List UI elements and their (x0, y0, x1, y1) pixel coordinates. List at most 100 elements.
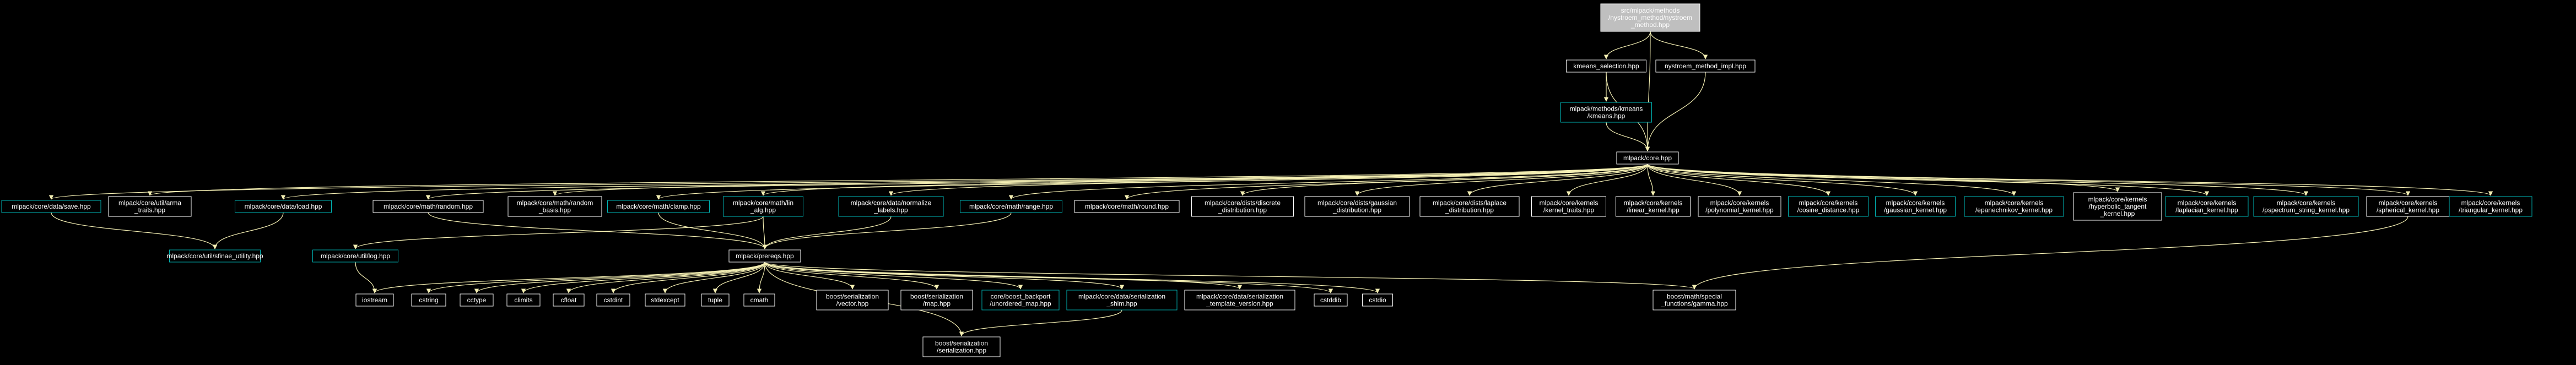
node-kmeans-sel[interactable]: kmeans_selection.hpp (1566, 59, 1646, 73)
node-label-line: mlpack/core/dists/laplace (1433, 199, 1506, 207)
node-cosine-k[interactable]: mlpack/core/kernels/cosine_distance.hpp (1788, 196, 1868, 217)
node-ser-map[interactable]: boost/serialization/map.hpp (900, 290, 973, 310)
node-clamp[interactable]: mlpack/core/math/clamp.hpp (607, 200, 710, 213)
node-arma-traits[interactable]: mlpack/core/util/arma_traits.hpp (108, 196, 192, 217)
node-label-line: mlpack/core/kernels (1886, 199, 1945, 207)
node-cstdio[interactable]: cstdio (1362, 293, 1393, 307)
node-label-line: mlpack/prereqs.hpp (736, 252, 794, 260)
node-ser-vector[interactable]: boost/serialization/vector.hpp (816, 290, 889, 310)
node-poly-k[interactable]: mlpack/core/kernels/polynomial_kernel.hp… (1698, 196, 1781, 217)
node-triangular-k[interactable]: mlpack/core/kernels/triangular_kernel.hp… (2449, 196, 2532, 217)
edge-prereqs-to-ser_shim (764, 262, 1125, 290)
edge-core-to-epan_k (1647, 164, 2017, 196)
node-load[interactable]: mlpack/core/data/load.hpp (235, 200, 332, 213)
node-unordered-map[interactable]: core/boost_backport/unordered_map.hpp (981, 290, 1060, 310)
node-label-line: cstdint (604, 296, 623, 304)
node-save[interactable]: mlpack/core/data/save.hpp (1, 200, 101, 213)
edge-core-to-cosine_k (1647, 164, 1831, 196)
node-cctype[interactable]: cctype (460, 293, 494, 307)
node-climits[interactable]: climits (506, 293, 541, 307)
node-kernel-traits[interactable]: mlpack/core/kernels/kernel_traits.hpp (1531, 196, 1606, 217)
node-label-line: cstdio (1369, 296, 1386, 304)
node-root: src/mlpack/methods/nystroem_method/nystr… (1600, 3, 1700, 32)
node-box (816, 290, 889, 310)
node-log[interactable]: mlpack/core/util/log.hpp (312, 249, 398, 263)
node-prereqs[interactable]: mlpack/prereqs.hpp (728, 249, 801, 263)
node-box (2253, 196, 2359, 217)
node-label-line: /serialization.hpp (937, 347, 986, 355)
edge-prereqs-to-tuple (712, 262, 765, 293)
node-box (1066, 290, 1178, 310)
node-cstdint[interactable]: cstdint (596, 293, 630, 307)
node-label-line: mlpack/core/data/serialization (1078, 293, 1165, 301)
node-laplace-d[interactable]: mlpack/core/dists/laplace_distribution.h… (1419, 196, 1520, 217)
node-random[interactable]: mlpack/core/math/random.hpp (372, 200, 484, 213)
node-cmath[interactable]: cmath (743, 293, 775, 307)
node-label-line: boost/serialization (826, 293, 879, 301)
node-box (1600, 3, 1700, 32)
node-random-basis[interactable]: mlpack/core/math/random_basis.hpp (507, 196, 602, 217)
node-lin-alg[interactable]: mlpack/core/math/lin_alg.hpp (723, 196, 803, 217)
node-gamma[interactable]: boost/math/special_functions/gamma.hpp (1652, 290, 1736, 310)
node-cstddef[interactable]: cstddib (1314, 293, 1348, 307)
node-stdexcept[interactable]: stdexcept (645, 293, 685, 307)
edge-save-to-sfinae (51, 212, 218, 249)
node-round[interactable]: mlpack/core/math/round.hpp (1074, 200, 1180, 213)
node-linear-k[interactable]: mlpack/core/kernels/linear_kernel.hpp (1616, 196, 1691, 217)
edge-nys_impl-to-core (1645, 72, 1706, 151)
node-box (1191, 196, 1294, 217)
edge-layer (49, 31, 2493, 336)
edge-core-to-arma_traits (148, 164, 1648, 196)
edge-core-to-range (1009, 164, 1648, 200)
edge-root-to-nys_impl (1650, 31, 1708, 59)
node-label-line: _kernel.hpp (2100, 210, 2135, 217)
node-kmeans[interactable]: mlpack/methods/kmeans/kmeans.hpp (1560, 102, 1652, 123)
node-nys-impl[interactable]: nystroem_method_impl.hpp (1655, 59, 1756, 73)
node-gaussian-k[interactable]: mlpack/core/kernels/gaussian_kernel.hpp (1875, 196, 1956, 217)
node-label-line: cmath (750, 296, 769, 304)
node-label-line: /triangular_kernel.hpp (2459, 206, 2523, 214)
node-label-line: cfloat (561, 296, 577, 304)
node-label-line: mlpack/core/kernels (1710, 199, 1769, 207)
node-label-line: mlpack/core/math/round.hpp (1085, 203, 1169, 210)
node-core[interactable]: mlpack/core.hpp (1616, 151, 1679, 165)
node-tuple[interactable]: tuple (701, 293, 730, 307)
node-pspec-k[interactable]: mlpack/core/kernels/pspectrum_string_ker… (2253, 196, 2359, 217)
edge-core-to-normalize (889, 164, 1648, 196)
node-label-line: mlpack/core/util/sfinae_utility.hpp (166, 252, 263, 260)
node-iostream[interactable]: iostream (355, 293, 394, 307)
edge-root-to-core (1645, 31, 1651, 151)
node-cfloat[interactable]: cfloat (553, 293, 585, 307)
edge-core-to-gaussian_d (1354, 164, 1648, 196)
node-epan-k[interactable]: mlpack/core/kernels/epanechnikov_kernel.… (1964, 196, 2064, 217)
node-hyper-k[interactable]: mlpack/core/kernels/hyperbolic_tangent_k… (2073, 192, 2162, 221)
node-label-line: /unordered_map.hpp (990, 300, 1051, 308)
edge-clamp-to-prereqs (658, 212, 768, 249)
node-sfinae[interactable]: mlpack/core/util/sfinae_utility.hpp (166, 249, 263, 263)
node-box (2165, 196, 2249, 217)
node-spherical-k[interactable]: mlpack/core/kernels/spherical_kernel.hpp (2366, 196, 2450, 217)
node-ser-shim[interactable]: mlpack/core/data/serialization_shim.hpp (1066, 290, 1178, 310)
node-gaussian-d[interactable]: mlpack/core/dists/gaussian_distribution.… (1304, 196, 1410, 217)
node-label-line: mlpack/core/math/lin (733, 199, 793, 207)
node-laplace-k[interactable]: mlpack/core/kernels/laplacian_kernel.hpp (2165, 196, 2249, 217)
edge-range-to-prereqs (762, 212, 1012, 249)
node-cstring[interactable]: cstring (411, 293, 446, 307)
edge-core-to-laplace_d (1467, 164, 1648, 196)
edge-core-to-spherical_k (1647, 164, 2410, 196)
node-ser-ser[interactable]: boost/serialization/serialization.hpp (922, 336, 1001, 357)
edge-random-to-prereqs (428, 212, 768, 249)
node-label-line: mlpack/core/math/random (517, 199, 593, 207)
node-ser-tmpl[interactable]: mlpack/core/data/serialization_template_… (1184, 290, 1295, 310)
node-range[interactable]: mlpack/core/math/range.hpp (960, 200, 1062, 213)
edge-prereqs-to-gamma (764, 262, 1697, 290)
node-discrete[interactable]: mlpack/core/dists/discrete_distribution.… (1191, 196, 1294, 217)
node-label-line: _alg.hpp (750, 206, 776, 214)
node-label-line: _distribution.hpp (1218, 206, 1267, 214)
node-label-line: stdexcept (651, 296, 679, 304)
edge-core-to-random_basis (553, 164, 1648, 196)
node-label-line: mlpack/core/kernels (2088, 195, 2147, 203)
node-box (701, 293, 730, 307)
node-box (372, 200, 484, 213)
node-normalize[interactable]: mlpack/core/data/normalize_labels.hpp (838, 196, 944, 217)
